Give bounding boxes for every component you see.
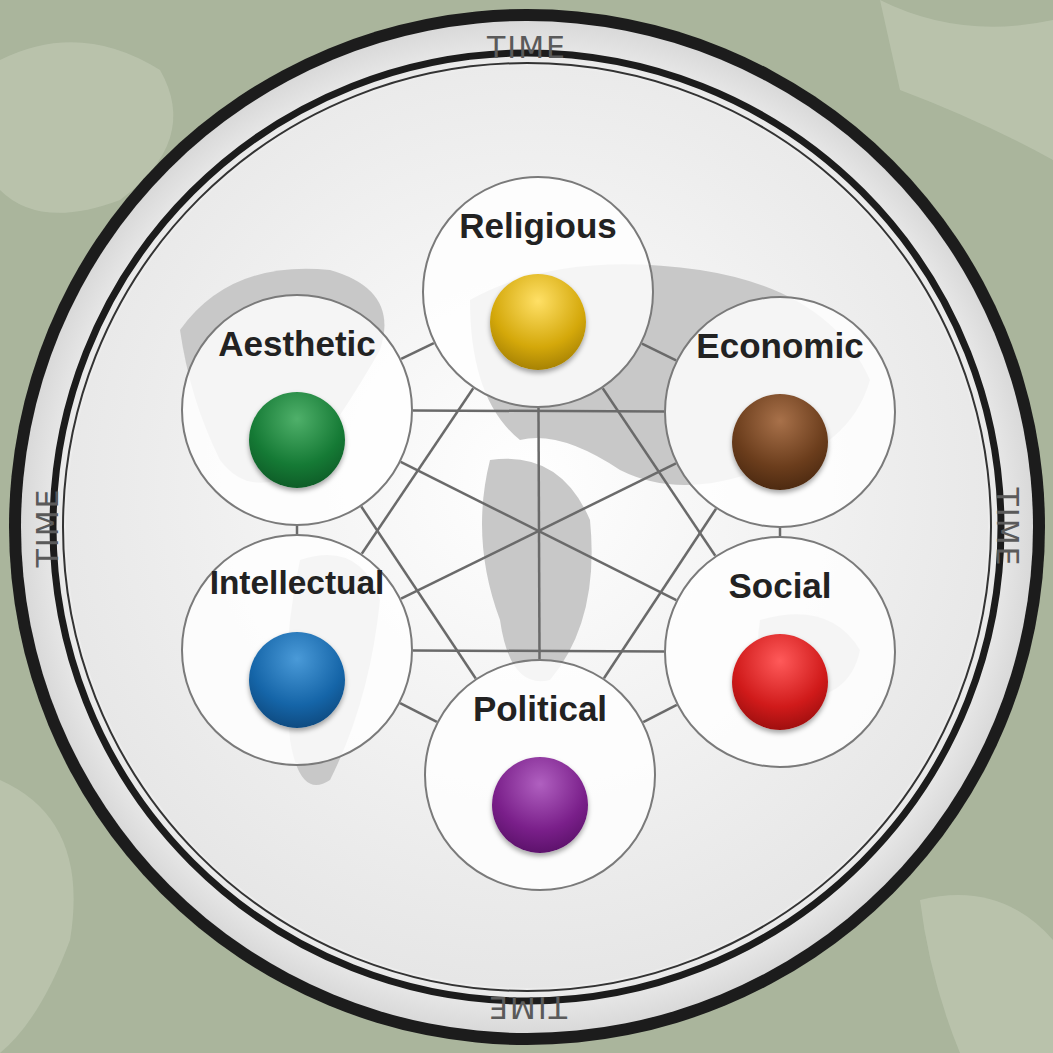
- category-label: Religious: [424, 206, 652, 246]
- connector-line: [538, 408, 539, 659]
- connector-line: [400, 703, 437, 722]
- category-circle: Aesthetic: [181, 294, 413, 526]
- colored-sphere: [249, 632, 345, 728]
- category-label: Social: [666, 566, 894, 606]
- category-circle: Social: [664, 536, 896, 768]
- connector-line: [413, 650, 664, 651]
- colored-sphere: [249, 392, 345, 488]
- colored-sphere: [490, 274, 586, 370]
- category-circle: Religious: [422, 176, 654, 408]
- connector-line: [296, 526, 299, 534]
- category-label: Economic: [666, 326, 894, 366]
- connector-line: [401, 462, 677, 600]
- category-label: Aesthetic: [183, 324, 411, 364]
- category-circle: Political: [424, 659, 656, 891]
- category-circle: Economic: [664, 296, 896, 528]
- category-label: Political: [426, 689, 654, 729]
- time-label: TIME: [990, 487, 1025, 567]
- time-label: TIME: [487, 30, 567, 65]
- colored-sphere: [732, 634, 828, 730]
- connector-line: [779, 528, 782, 536]
- connector-line: [413, 410, 664, 411]
- time-ring: TIME TIME TIME TIME ReligiousAesthetic Econom…: [9, 9, 1045, 1045]
- colored-sphere: [732, 394, 828, 490]
- connector-line: [401, 343, 434, 359]
- time-label: TIME: [487, 990, 567, 1025]
- category-circle: Intellectual: [181, 534, 413, 766]
- category-label: Intellectual: [183, 564, 411, 602]
- connector-line: [642, 344, 676, 361]
- connector-line: [401, 463, 676, 598]
- time-label: TIME: [30, 487, 65, 567]
- colored-sphere: [492, 757, 588, 853]
- connector-line: [643, 705, 677, 722]
